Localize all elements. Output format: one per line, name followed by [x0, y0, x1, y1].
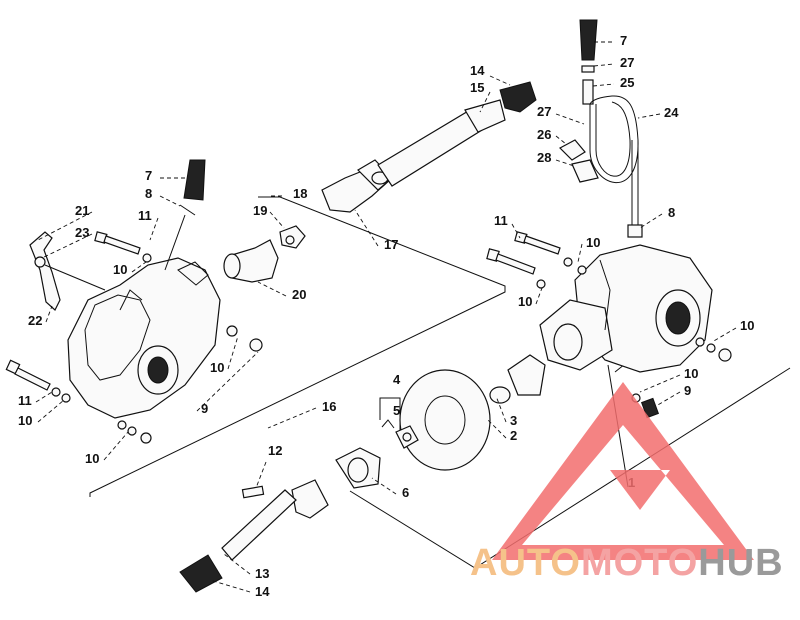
callout-c10c: 10 [518, 294, 532, 309]
watermark-part-auto: AUTO [470, 542, 581, 584]
watermark-part-moto: MOTO [581, 542, 698, 584]
lower-drive-shaft [179, 479, 329, 593]
coupler-assembly [223, 225, 306, 283]
callout-c17: 17 [384, 237, 398, 252]
callout-c14b: 14 [255, 584, 270, 599]
callout-c9b: 9 [201, 401, 208, 416]
callout-c22: 22 [28, 313, 42, 328]
callout-c8a: 8 [145, 186, 152, 201]
leader-lines [35, 41, 737, 593]
left-boot [164, 159, 206, 271]
vent-tube-assembly [559, 19, 643, 238]
watermark: AUTOMOTOHUB [470, 382, 784, 584]
watermark-word: AUTOMOTOHUB [470, 542, 784, 584]
callout-c25: 25 [620, 75, 634, 90]
callout-c5: 5 [393, 403, 400, 418]
callout-c4: 4 [393, 372, 401, 387]
callout-c3: 3 [510, 413, 517, 428]
callout-c27b: 27 [537, 104, 551, 119]
callout-c7a: 7 [620, 33, 627, 48]
callout-c27a: 27 [620, 55, 634, 70]
callout-c10f: 10 [684, 366, 698, 381]
callout-c15: 15 [470, 80, 484, 95]
callout-c26: 26 [537, 127, 551, 142]
callout-c10a: 10 [586, 235, 600, 250]
output-yoke [489, 354, 546, 404]
brake-disc [399, 369, 491, 471]
lower-u-joint [335, 419, 419, 489]
callout-c24: 24 [664, 105, 679, 120]
callout-c10g: 10 [18, 413, 32, 428]
right-bolts [486, 231, 732, 419]
callout-c28: 28 [537, 150, 551, 165]
callout-c12: 12 [268, 443, 282, 458]
callout-c23: 23 [75, 225, 89, 240]
callout-c18: 18 [293, 186, 307, 201]
left-gear-housing [67, 257, 221, 419]
callout-c10h: 10 [85, 451, 99, 466]
callout-c11c: 11 [18, 393, 32, 408]
shift-lever [29, 231, 106, 311]
callout-c21: 21 [75, 203, 89, 218]
watermark-triangle-logo [492, 382, 754, 560]
callout-c11a: 11 [138, 208, 152, 223]
callout-c20: 20 [292, 287, 306, 302]
callout-c16: 16 [322, 399, 336, 414]
callout-c19: 19 [253, 203, 267, 218]
callout-c7b: 7 [145, 168, 152, 183]
front-differential-housing [539, 244, 713, 373]
callout-c8b: 8 [668, 205, 675, 220]
watermark-part-hub: HUB [698, 542, 783, 584]
callout-c6: 6 [402, 485, 409, 500]
left-bolts [5, 231, 263, 444]
callout-c2: 2 [510, 428, 517, 443]
callout-c9a: 9 [684, 383, 691, 398]
callout-c13: 13 [255, 566, 269, 581]
callout-c10b: 10 [113, 262, 127, 277]
callout-c14a: 14 [470, 63, 485, 78]
callout-c10d: 10 [740, 318, 754, 333]
callout-c10e: 10 [210, 360, 224, 375]
callout-c11b: 11 [494, 213, 508, 228]
upper-drive-shaft [321, 81, 537, 213]
